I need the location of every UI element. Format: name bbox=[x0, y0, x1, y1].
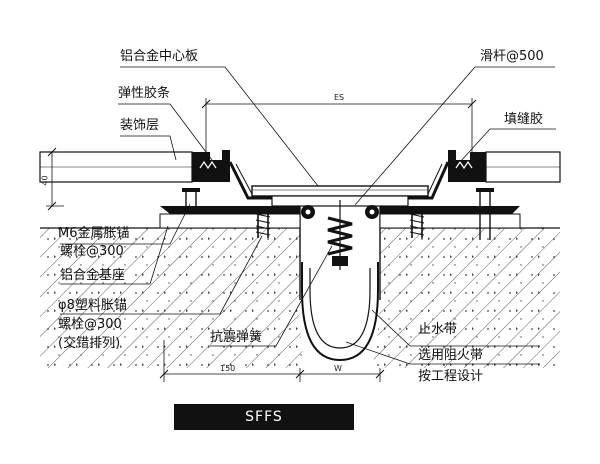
label-seismic-spring: 抗震弹簧 bbox=[210, 330, 263, 345]
label-finish-layer: 装饰层 bbox=[120, 118, 160, 133]
label-plastic-anchor-1: φ8塑料胀锚 bbox=[58, 298, 127, 313]
concrete-right bbox=[372, 227, 560, 368]
concrete-left bbox=[40, 227, 305, 368]
label-plastic-anchor-3: (交错排列) bbox=[58, 336, 121, 351]
finish-layer bbox=[39, 151, 561, 183]
dim-40: 40 bbox=[40, 175, 50, 186]
label-plastic-anchor-2: 螺栓@300 bbox=[58, 317, 122, 332]
seismic-spring bbox=[327, 200, 353, 270]
bottom-dimension bbox=[159, 340, 385, 382]
label-waterstop: 止水带 bbox=[418, 322, 458, 337]
label-caulk: 填缝胶 bbox=[504, 112, 544, 127]
leader-lines bbox=[60, 66, 556, 365]
dim-w: W bbox=[334, 364, 342, 373]
label-elastic-strip: 弹性胶条 bbox=[118, 86, 171, 101]
aluminum-base bbox=[159, 206, 521, 229]
label-anchor-bolt-2: 螺栓@300 bbox=[60, 244, 124, 259]
label-slide-bar: 滑杆@500 bbox=[480, 49, 544, 64]
dim-150: 150 bbox=[220, 364, 236, 373]
label-fire-band-1: 选用阻火带 bbox=[418, 348, 484, 363]
dim-es: ES bbox=[334, 93, 345, 102]
label-fire-band-2: 按工程设计 bbox=[418, 369, 484, 384]
elastic-strip-profiles bbox=[192, 150, 486, 182]
waterstop-loop bbox=[301, 262, 379, 362]
label-anchor-bolt-1: M6金属胀锚 bbox=[58, 226, 130, 241]
center-plate bbox=[228, 161, 450, 200]
h40-dimension bbox=[46, 147, 64, 211]
product-code-badge: SFFS bbox=[174, 404, 354, 430]
es-dimension bbox=[201, 98, 477, 152]
label-center-plate: 铝合金中心板 bbox=[120, 49, 199, 64]
anchor-bolts bbox=[182, 188, 494, 240]
label-alu-base: 铝合金基座 bbox=[60, 268, 126, 283]
